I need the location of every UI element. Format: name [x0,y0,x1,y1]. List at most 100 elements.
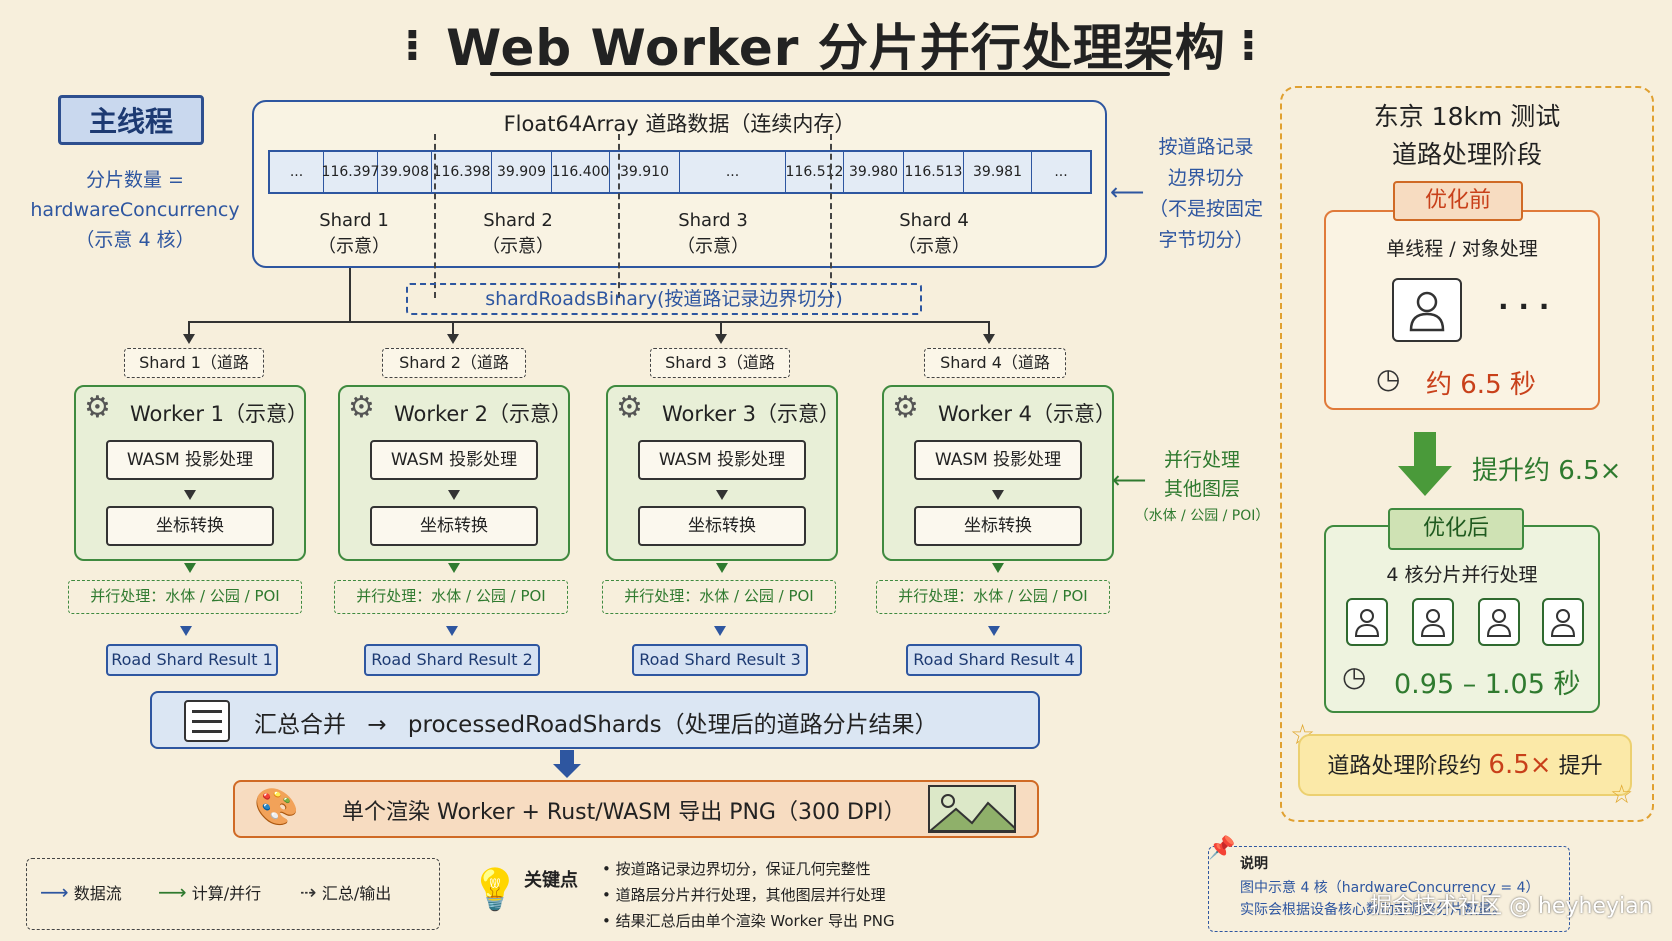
split-note-line: 字节切分） [1158,229,1254,251]
cell: 39.980 [844,152,904,192]
title-deco-left: ⁝ [404,20,421,71]
cell: 116.512 [786,152,844,192]
summary-value: 6.5× [1488,750,1552,780]
arrow-down-icon [992,490,1004,500]
down-arrow-icon [553,764,581,778]
arrow-down-icon [716,563,728,573]
shard-count-line-1: 分片数量 = [86,169,184,191]
parallel-note-line: （水体 / 公园 / POI） [1134,508,1270,524]
key-points-title: 关键点 [524,870,578,891]
split-note-line: （不是按固定 [1148,198,1263,220]
merge-box [150,691,1040,749]
main-thread-label: 主线程 [58,95,204,145]
legend-compute: ⟶ 计算/并行 [158,880,261,904]
shard-label-3: Shard 3 （示意） [655,208,771,260]
split-note-line: 按道路记录 [1158,136,1254,158]
cell: 116.397 [322,152,379,192]
user-icon [1346,598,1388,646]
after-tag: 优化后 [1388,508,1524,550]
shard-name: Shard 4 [899,210,969,231]
note-line-2: 实际会根据设备核心数动态调整分片数量。 [1240,902,1506,918]
arrow-down-icon [446,626,458,636]
legend-data-flow: ⟶ 数据流 [40,880,122,904]
star-icon: ☆ [1610,780,1634,810]
render-worker-box [233,780,1039,838]
wasm-step-4: WASM 投影处理 [914,440,1082,480]
connector-line [452,321,454,335]
connector-line [188,321,990,323]
shard-tag-3: Shard 3（道路 [650,348,790,378]
road-shard-result-1: Road Shard Result 1 [106,644,278,676]
connector-line [988,321,990,335]
arrow-down-icon [448,490,460,500]
parallel-note-line: 其他图层 [1163,478,1240,500]
palette-icon: 🎨 [254,787,299,828]
benchmark-title-line: 道路处理阶段 [1391,140,1542,169]
cell: 39.981 [964,152,1032,192]
summary-prefix: 道路处理阶段约 [1327,754,1482,779]
before-subtitle: 单线程 / 对象处理 [1386,238,1538,260]
shard-name: Shard 1 [319,210,389,231]
lightbulb-icon: 💡 [470,867,520,913]
arrow-down-icon [183,334,195,344]
legend-label: 计算/并行 [191,884,262,903]
merge-target: processedRoadShards（处理后的道路分片结果） [407,712,938,738]
before-card [1324,210,1600,410]
connector-line [349,268,351,322]
title-underline [490,72,1170,76]
parallel-note-line: 并行处理 [1163,449,1240,471]
coord-step-1: 坐标转换 [106,506,274,546]
note-title: 说明 [1240,856,1268,872]
list-icon [184,700,230,742]
legend-box [26,858,440,930]
note-line-1: 图中示意 4 核（hardwareConcurrency = 4） [1240,880,1540,896]
arrow-down-icon [180,626,192,636]
float64-cells: ... 116.397 39.908 116.398 39.909 116.40… [268,150,1092,194]
cell: 39.908 [378,152,432,192]
shard-count-line-3: （示意 4 核） [75,229,195,251]
gear-icon: ⚙ [348,390,375,425]
before-tag: 优化前 [1393,181,1523,221]
gear-icon: ⚙ [616,390,643,425]
watermark: 掘金技术社区 @ heyheyian [1370,894,1653,919]
split-note-line: 边界切分 [1167,167,1244,189]
left-arrow-icon: ⟵ [1112,466,1147,494]
cell: ... [270,152,324,192]
connector-line [720,321,722,335]
parallel-layer-1: 并行处理：水体 / 公园 / POI [68,580,302,614]
shard-tag-4: Shard 4（道路 [924,348,1066,378]
arrow-down-icon [448,563,460,573]
image-icon [928,785,1016,833]
shard-label-2: Shard 2 （示意） [460,208,576,260]
road-shard-result-4: Road Shard Result 4 [906,644,1082,676]
parallel-note: 并行处理 其他图层 （水体 / 公园 / POI） [1126,446,1278,528]
summary-box [1298,734,1632,796]
road-shard-result-3: Road Shard Result 3 [632,644,808,676]
parallel-layer-3: 并行处理：水体 / 公园 / POI [602,580,836,614]
arrow-down-icon [992,563,1004,573]
coord-step-4: 坐标转换 [914,506,1082,546]
shard-label-4: Shard 4 （示意） [876,208,992,260]
benchmark-title-line: 东京 18km 测试 [1373,102,1561,131]
clock-icon: ◷ [1376,362,1401,395]
arrow-down-icon [184,490,196,500]
green-arrow-icon: ⟶ [158,880,187,904]
key-point: • 按道路记录边界切分，保证几何完整性 [602,860,871,878]
legend-label: 汇总/输出 [321,884,392,903]
gear-icon: ⚙ [84,390,111,425]
key-point: • 结果汇总后由单个渲染 Worker 导出 PNG [602,912,895,930]
shard-count-note: 分片数量 = hardwareConcurrency （示意 4 核） [30,165,240,255]
user-icon [1412,598,1454,646]
cell: ... [680,152,786,192]
legend-label: 数据流 [73,884,122,903]
arrow-down-icon [988,626,1000,636]
key-points-list: • 按道路记录边界切分，保证几何完整性 • 道路层分片并行处理，其他图层并行处理… [602,856,895,934]
shard-note: （示意） [318,236,390,257]
boost-text: 提升约 6.5× [1472,456,1622,486]
parallel-layer-2: 并行处理：水体 / 公园 / POI [334,580,568,614]
float64-array-title: Float64Array 道路数据（连续内存） [503,112,856,136]
user-icon [1478,598,1520,646]
render-text: 单个渲染 Worker + Rust/WASM 导出 PNG（300 DPI） [342,800,906,825]
dashed-arrow-icon: ⇢ [300,880,317,904]
shard-divider [434,134,436,298]
